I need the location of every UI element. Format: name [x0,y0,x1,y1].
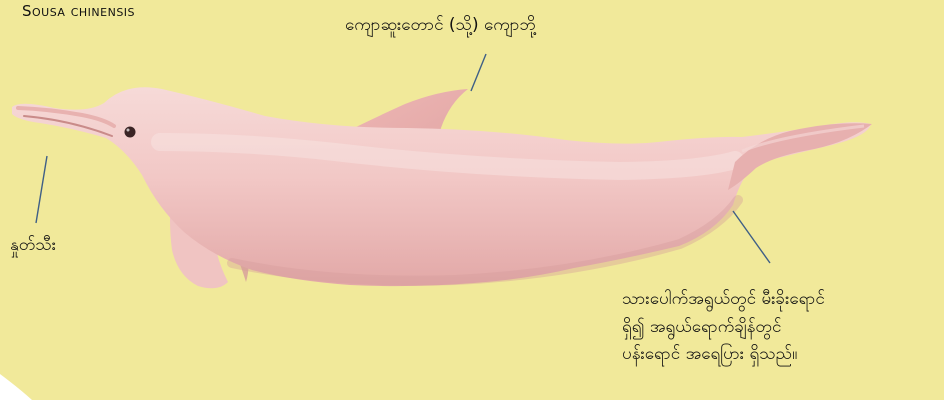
label-body-line-2: ရှိ၍ အရွယ်ရောက်ချိန်တွင် [622,314,942,342]
label-body-line-3: ပန်းရောင် အရေပြား ရှိသည်။ [622,341,942,369]
label-dorsal-fin: ကျောဆူးတောင် (သို့) ကျောဘို့ [345,12,536,39]
label-beak: နှုတ်သီး [10,232,56,259]
label-body-color: သားပေါက်အရွယ်တွင် မီးခိုးရောင် ရှိ၍ အရွယ… [622,286,942,369]
eye [125,127,136,138]
label-body-line-1: သားပေါက်အရွယ်တွင် မီးခိုးရောင် [622,286,942,314]
species-name: Sousa chinensis [22,2,135,20]
eye-highlight [127,129,130,132]
